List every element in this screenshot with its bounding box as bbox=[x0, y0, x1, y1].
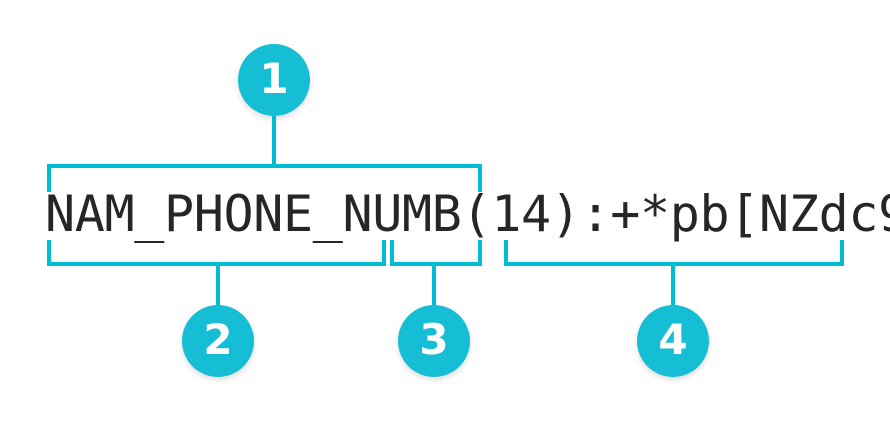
bracket-1-span bbox=[47, 164, 482, 168]
bracket-3-left-tick bbox=[390, 240, 394, 266]
callout-leader-4 bbox=[671, 262, 675, 307]
callout-badge-2[interactable]: 2 bbox=[182, 305, 254, 377]
annotated-code-string: NAM_PHONE_NUMB(14):+*pb[NZdc95tLB bbox=[45, 185, 890, 243]
bracket-2-right-tick bbox=[382, 240, 386, 266]
bracket-3-span bbox=[390, 262, 482, 266]
callout-badge-1-label: 1 bbox=[259, 54, 289, 103]
bracket-1-left-tick bbox=[47, 164, 51, 192]
callout-leader-2 bbox=[216, 262, 220, 307]
bracket-1-right-tick bbox=[478, 164, 482, 192]
bracket-3-right-tick bbox=[478, 240, 482, 266]
callout-badge-4-label: 4 bbox=[658, 315, 688, 364]
callout-leader-1 bbox=[272, 116, 276, 166]
callout-badge-3[interactable]: 3 bbox=[398, 305, 470, 377]
bracket-4-left-tick bbox=[504, 240, 508, 266]
callout-badge-3-label: 3 bbox=[419, 315, 449, 364]
callout-badge-1[interactable]: 1 bbox=[238, 44, 310, 116]
callout-leader-3 bbox=[432, 262, 436, 307]
bracket-4-right-tick bbox=[840, 240, 844, 266]
callout-badge-4[interactable]: 4 bbox=[637, 305, 709, 377]
bracket-2-left-tick bbox=[47, 240, 51, 266]
callout-badge-2-label: 2 bbox=[203, 315, 233, 364]
